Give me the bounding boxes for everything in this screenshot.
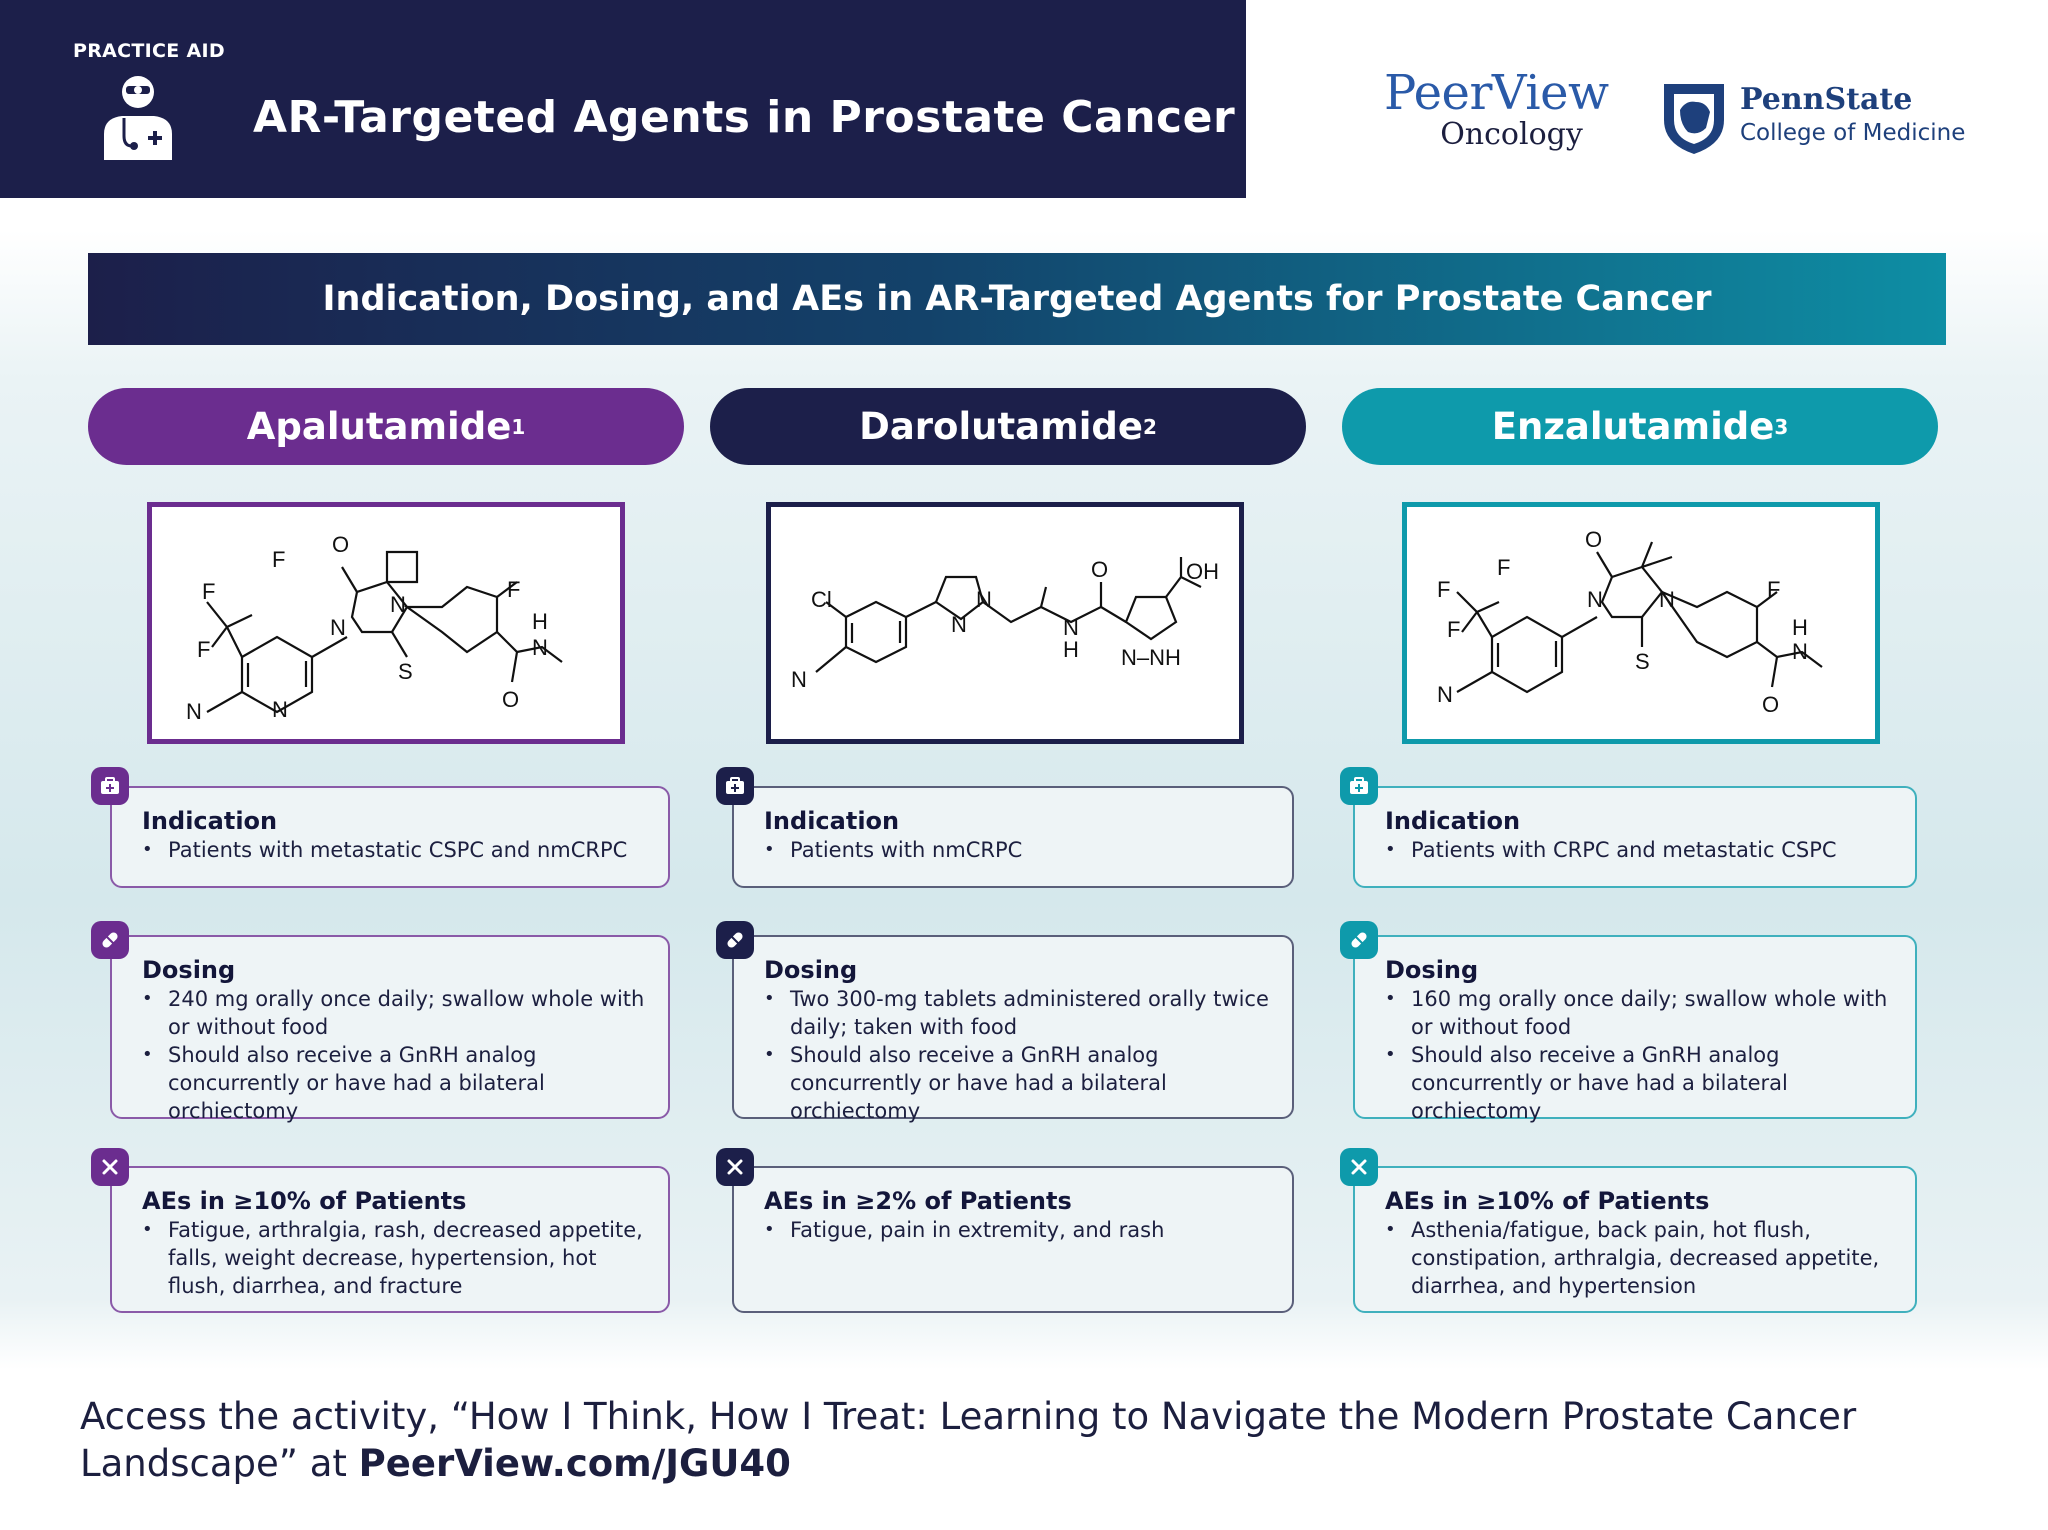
mol-atom: N: [1587, 587, 1603, 612]
mol-atom: O: [1762, 692, 1779, 717]
apalutamide-indication-card: Indication Patients with metastatic CSPC…: [110, 786, 670, 888]
darolutamide-dosing-card: Dosing Two 300-mg tablets administered o…: [732, 935, 1294, 1123]
mol-atom: N: [1063, 615, 1079, 640]
mol-atom: H: [1063, 637, 1079, 662]
medkit-icon: [716, 767, 754, 805]
mol-atom: N–NH: [1121, 645, 1181, 670]
footer-cta: Access the activity, “How I Think, How I…: [80, 1393, 1960, 1487]
list-item: 160 mg orally once daily; swallow whole …: [1385, 985, 1895, 1041]
mol-atom: N: [1792, 639, 1808, 664]
card-heading: Dosing: [1385, 956, 1479, 984]
footer-text: Access the activity, “How I Think, How I…: [80, 1395, 1857, 1485]
list-item: Asthenia/fatigue, back pain, hot flush, …: [1385, 1216, 1895, 1300]
mol-atom: N: [1437, 682, 1453, 707]
mol-atom: N: [976, 587, 992, 612]
mol-atom: F: [197, 637, 210, 662]
list-item: Patients with metastatic CSPC and nmCRPC: [142, 836, 648, 864]
mol-atom: N: [272, 697, 288, 722]
list-item: Patients with CRPC and metastatic CSPC: [1385, 836, 1895, 864]
enzalutamide-structure: F F F N N O N S F H N O: [1402, 502, 1880, 744]
list-item: 240 mg orally once daily; swallow whole …: [142, 985, 648, 1041]
darolutamide-indication-card: Indication Patients with nmCRPC: [732, 786, 1294, 888]
doctor-icon: [104, 76, 172, 160]
mol-atom: F: [202, 579, 215, 604]
mol-atom: F: [507, 577, 520, 602]
mol-atom: O: [502, 687, 519, 712]
mol-atom: N: [390, 592, 406, 617]
mol-atom: N: [791, 667, 807, 692]
mol-atom: N: [1659, 587, 1675, 612]
drug-name: Darolutamide: [859, 405, 1143, 448]
mol-atom: F: [1767, 577, 1780, 602]
card-heading: AEs in ≥10% of Patients: [142, 1187, 467, 1215]
mol-atom: F: [1497, 555, 1510, 580]
medkit-icon: [1340, 767, 1378, 805]
mol-atom: S: [398, 659, 413, 684]
enzalutamide-aes-card: AEs in ≥10% of Patients Asthenia/fatigue…: [1353, 1166, 1917, 1313]
peerview-logo-line1: PeerView: [1384, 65, 1609, 121]
mol-atom: H: [1792, 615, 1808, 640]
mol-atom: N: [951, 612, 967, 637]
mol-atom: N: [532, 635, 548, 660]
section-banner: Indication, Dosing, and AEs in AR-Target…: [88, 253, 1946, 345]
mol-atom: O: [1091, 557, 1108, 582]
mol-atom: N: [330, 615, 346, 640]
list-item: Should also receive a GnRH analog concur…: [1385, 1041, 1895, 1125]
list-item: Two 300-mg tablets administered orally t…: [764, 985, 1272, 1041]
card-heading: AEs in ≥10% of Patients: [1385, 1187, 1710, 1215]
mol-atom: O: [332, 532, 349, 557]
mol-atom: H: [532, 609, 548, 634]
pennstate-logo-line2: College of Medicine: [1740, 120, 1966, 146]
enzalutamide-dosing-card: Dosing 160 mg orally once daily; swallow…: [1353, 935, 1917, 1123]
mol-atom: F: [1447, 617, 1460, 642]
darolutamide-aes-card: AEs in ≥2% of Patients Fatigue, pain in …: [732, 1166, 1294, 1313]
list-item: Should also receive a GnRH analog concur…: [142, 1041, 648, 1125]
practice-aid-label: PRACTICE AID: [73, 40, 225, 62]
card-heading: Dosing: [764, 956, 858, 984]
mol-atom: F: [1437, 577, 1450, 602]
mol-atom: Cl: [811, 587, 832, 612]
pennstate-logo-line1: PennState: [1740, 82, 1913, 117]
mol-atom: S: [1635, 649, 1650, 674]
apalutamide-structure: F F F N N N O N S F H N O N: [147, 502, 625, 744]
apalutamide-dosing-card: Dosing 240 mg orally once daily; swallow…: [110, 935, 670, 1123]
list-item: Fatigue, arthralgia, rash, decreased app…: [142, 1216, 648, 1300]
close-icon: [91, 1148, 129, 1186]
mol-atom: N: [186, 699, 202, 724]
peerview-logo-line2: Oncology: [1440, 117, 1583, 152]
list-item: Should also receive a GnRH analog concur…: [764, 1041, 1272, 1125]
medkit-icon: [91, 767, 129, 805]
peerview-logo: PeerView Oncology: [1384, 65, 1609, 152]
enzalutamide-indication-card: Indication Patients with CRPC and metast…: [1353, 786, 1917, 888]
card-heading: AEs in ≥2% of Patients: [764, 1187, 1072, 1215]
darolutamide-structure: Cl N N N O N H OH N–NH: [766, 502, 1244, 744]
mol-atom: F: [272, 547, 285, 572]
header-band: [0, 0, 1246, 198]
pennstate-logo: PennState College of Medicine: [1740, 82, 1965, 148]
mol-atom: OH: [1186, 559, 1219, 584]
close-icon: [1340, 1148, 1378, 1186]
pill-icon: [1340, 921, 1378, 959]
close-icon: [716, 1148, 754, 1186]
list-item: Patients with nmCRPC: [764, 836, 1272, 864]
apalutamide-aes-card: AEs in ≥10% of Patients Fatigue, arthral…: [110, 1166, 670, 1313]
card-heading: Indication: [1385, 807, 1521, 835]
card-heading: Indication: [142, 807, 278, 835]
card-heading: Indication: [764, 807, 900, 835]
mol-atom: O: [1585, 527, 1602, 552]
list-item: Fatigue, pain in extremity, and rash: [764, 1216, 1272, 1244]
drug-name: Apalutamide: [246, 405, 512, 448]
pill-icon: [91, 921, 129, 959]
pennstate-shield-icon: [1664, 84, 1724, 154]
banner-title: Indication, Dosing, and AEs in AR-Target…: [322, 279, 1712, 319]
drug-name: Enzalutamide: [1491, 405, 1775, 448]
page-title: AR-Targeted Agents in Prostate Cancer: [253, 92, 1236, 143]
card-heading: Dosing: [142, 956, 236, 984]
pill-icon: [716, 921, 754, 959]
footer-link[interactable]: PeerView.com/JGU40: [358, 1442, 791, 1485]
